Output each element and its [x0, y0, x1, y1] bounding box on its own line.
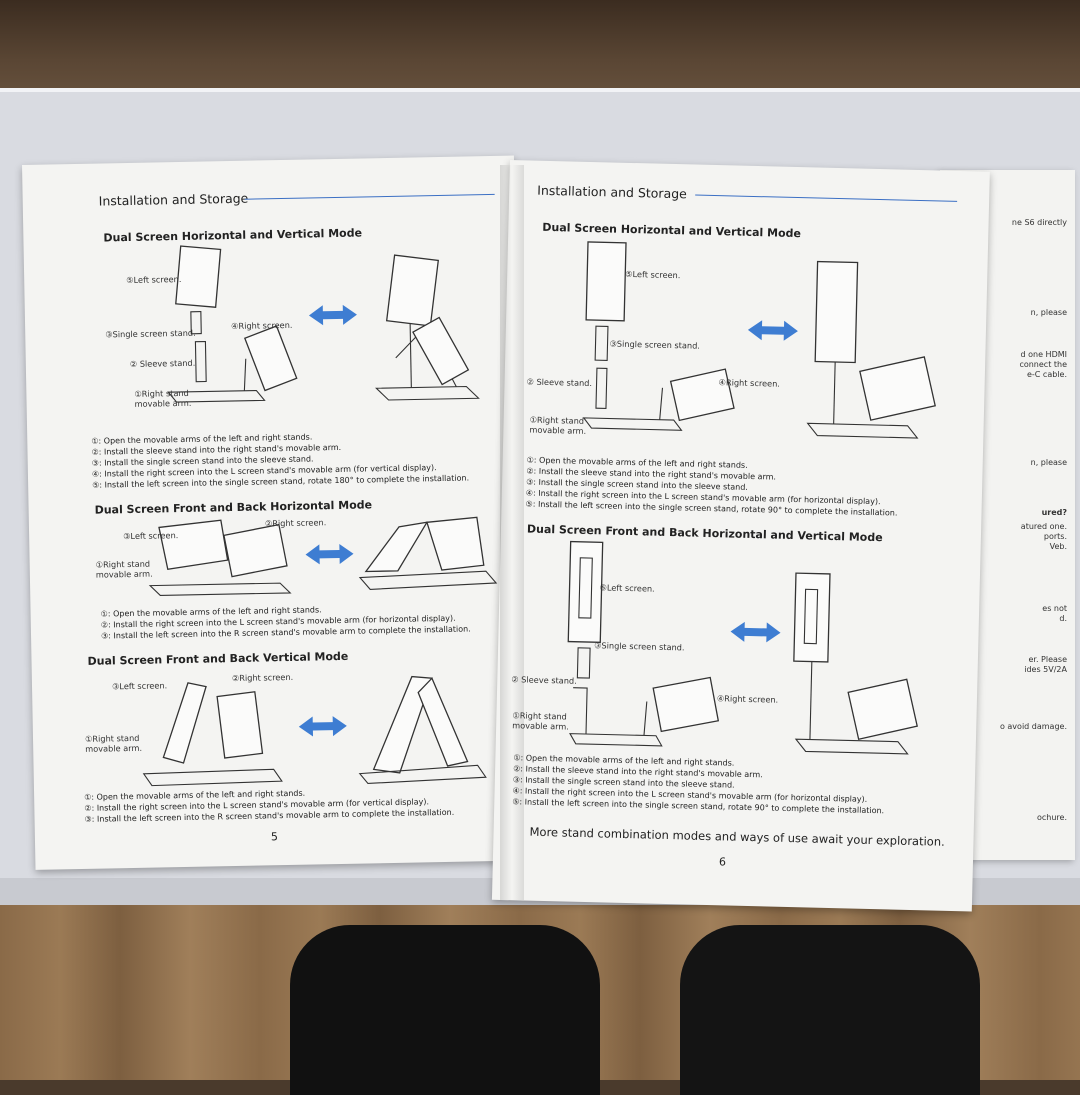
back-fragment: es not d. [1042, 604, 1067, 623]
label-right-screen: ④Right screen. [718, 377, 781, 389]
label-right-stand: ①Right stand movable arm. [84, 732, 143, 754]
illustration-horizontal-vertical [104, 236, 508, 434]
label-right-screen: ④Right screen. [716, 693, 779, 705]
back-fragment: er. Please ides 5V/2A [1024, 655, 1067, 674]
page-header: Installation and Storage [537, 182, 688, 202]
footer-note: More stand combination modes and ways of… [529, 824, 945, 849]
illustration-front-back-horizontal-vertical [505, 536, 950, 767]
header-rule [695, 194, 958, 202]
label-sleeve-stand: ② Sleeve stand. [526, 376, 593, 389]
back-fragment: atured one. ports. Veb. [1020, 522, 1067, 551]
back-fragment: ne S6 directly [1011, 218, 1067, 227]
illustration-front-back-vertical [102, 661, 514, 799]
label-right-stand: ①Right stand movable arm. [529, 414, 587, 436]
label-right-stand: ①Right stand movable arm. [134, 387, 192, 409]
back-fragment: d one HDMI connect the e-C cable. [1019, 350, 1067, 379]
back-fragment: n, please [1030, 308, 1067, 317]
page-header: Installation and Storage [98, 190, 249, 209]
right-shoe [680, 925, 980, 1095]
label-single-stand: ③Single screen stand. [105, 327, 196, 340]
back-fragment: o avoid damage. [999, 722, 1067, 731]
label-left-screen: ⑤Left screen. [126, 273, 182, 286]
left-shoe [290, 925, 600, 1095]
label-left-screen: ⑤Left screen. [599, 582, 655, 594]
label-right-stand: ①Right stand movable arm. [95, 558, 153, 580]
back-fragment: ochure. [1036, 813, 1067, 822]
manual-page-left: Installation and Storage Dual Screen Hor… [22, 155, 528, 870]
header-rule [244, 193, 495, 200]
booklet-spine [500, 165, 524, 900]
label-sleeve-stand: ② Sleeve stand. [129, 357, 196, 369]
manual-page-right: Installation and Storage Dual Screen Hor… [491, 160, 990, 912]
label-right-screen: ④Right screen. [231, 319, 293, 332]
back-fragment: n, please [1030, 458, 1067, 467]
label-right-screen: ②Right screen. [231, 671, 294, 684]
label-left-screen: ③Left screen. [111, 680, 168, 692]
page-number: 6 [718, 855, 727, 869]
page-number: 5 [270, 830, 279, 844]
label-right-screen: ②Right screen. [264, 517, 327, 529]
label-left-screen: ③Left screen. [123, 530, 179, 542]
back-fragment: ured? [1041, 508, 1067, 517]
label-left-screen: ⑤Left screen. [625, 268, 681, 281]
illustration-front-back-horizontal [109, 511, 511, 609]
illustration-horizontal-vertical [523, 234, 958, 464]
